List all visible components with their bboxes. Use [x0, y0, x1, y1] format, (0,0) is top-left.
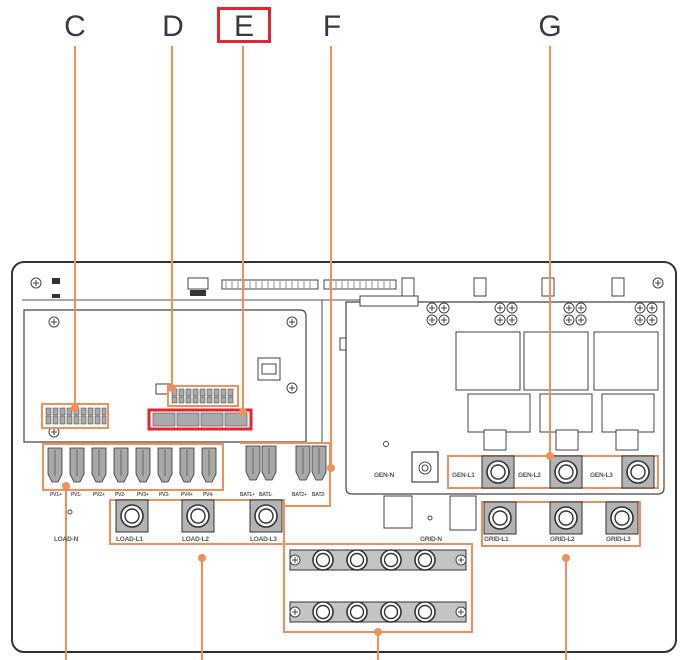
grid-l3-label: GRID-L3: [606, 536, 631, 543]
callout-d: D: [162, 10, 184, 43]
pv1-minus-label: PV1-: [71, 492, 82, 498]
gen-n-terminal: [411, 451, 439, 483]
gen-l3-label: GEN-L3: [590, 472, 613, 479]
callout-e: E: [233, 10, 254, 43]
load-l1-label: LOAD-L1: [116, 536, 143, 543]
pv2-minus-label: PV2-: [115, 492, 126, 498]
pv4-plus-label: PV4+: [181, 492, 193, 498]
pv3-minus-label: PV3-: [159, 492, 170, 498]
bat2-minus-label: BAT2-: [312, 492, 326, 498]
grid-n-label: GRID-N: [420, 536, 442, 543]
load-l3-label: LOAD-L3: [250, 536, 277, 543]
grid-l2-label: GRID-L2: [550, 536, 575, 543]
bat1-minus-label: BAT1-: [259, 492, 273, 498]
pv1-plus-label: PV1+: [50, 492, 62, 498]
callout-g: G: [538, 10, 562, 43]
callout-c: C: [64, 10, 86, 43]
callout-f: F: [322, 10, 342, 43]
pv4-minus-label: PV4-: [203, 492, 214, 498]
pv3-plus-label: PV3+: [137, 492, 149, 498]
load-l2-label: LOAD-L2: [182, 536, 209, 543]
pv2-plus-label: PV2+: [93, 492, 105, 498]
bat1-plus-label: BAT1+: [240, 492, 255, 498]
bat2-plus-label: BAT2+: [292, 492, 307, 498]
top-connector-1: [221, 279, 319, 290]
grid-l1-label: GRID-L1: [484, 536, 509, 543]
gen-l2-label: GEN-L2: [518, 472, 541, 479]
small-connector: [187, 277, 209, 290]
callout-e-highlight: [217, 7, 271, 43]
load-n-label: LOAD-N: [54, 536, 79, 543]
gen-l1-label: GEN-L1: [452, 472, 475, 479]
gen-n-label: GEN-N: [374, 472, 394, 479]
